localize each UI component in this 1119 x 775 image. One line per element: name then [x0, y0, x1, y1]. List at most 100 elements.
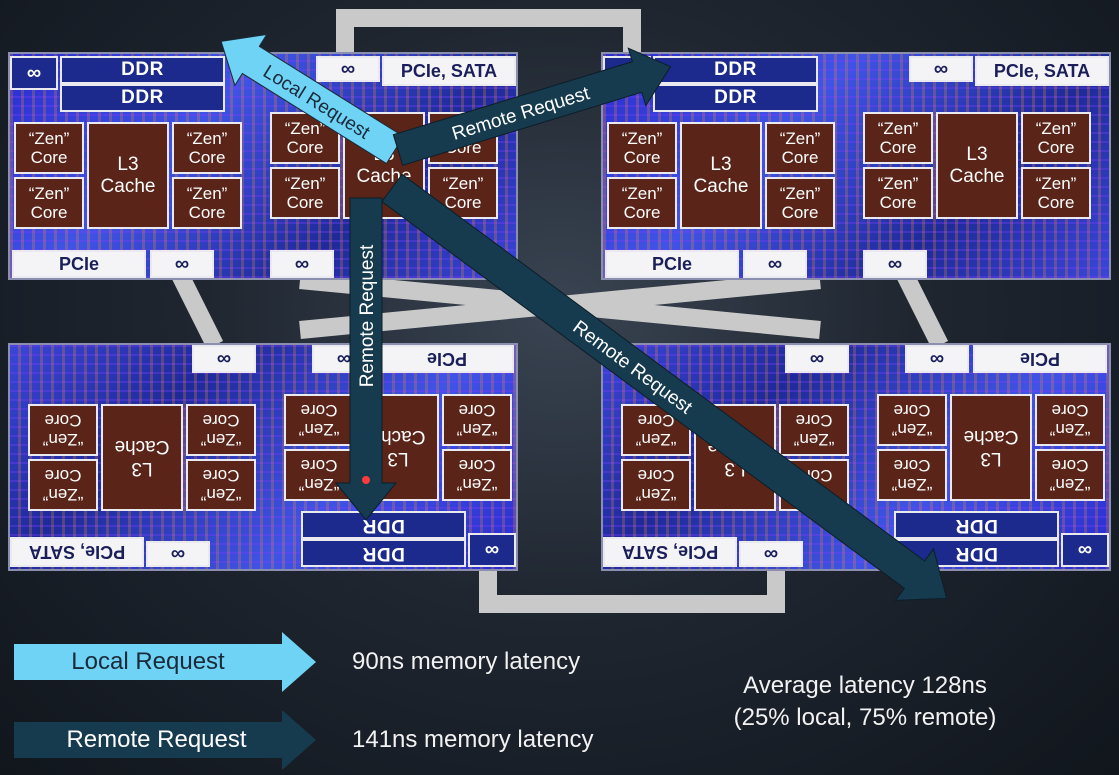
l3-label-line2: Cache [100, 175, 156, 197]
core-label-line2: Core [879, 193, 917, 212]
average-latency-line2: (25% local, 75% remote) [733, 704, 997, 731]
core-label-line1: “Zen” [1035, 119, 1077, 138]
l3-label-line1: L3 [710, 153, 732, 175]
core-label-line1: “Zen” [621, 184, 663, 203]
core-label-line1: “Zen” [284, 119, 326, 138]
infinity-fabric-icon: ∞ [887, 252, 903, 275]
core-label-line2: Core [286, 138, 324, 157]
l3-label-line1: L3 [966, 143, 988, 165]
tl-ccx-left-core-4-text: “Zen”Core [187, 184, 228, 222]
local-request-arrow-label: Local Request [259, 61, 374, 144]
remote-request-arrow-diagonal-label: Remote Request [569, 317, 697, 419]
core-label-line2: Core [623, 203, 661, 222]
left-vertical-connector [171, 270, 224, 350]
tr-ccx-right-core-4-text: “Zen”Core [1036, 174, 1077, 212]
core-label-line2: Core [1037, 193, 1075, 212]
cursor-dot [362, 476, 370, 484]
local-request-arrow: Local Request [220, 33, 405, 165]
legend-local-label: Local Request [71, 648, 225, 675]
tr-ccx-left-core-3-text: “Zen”Core [780, 129, 821, 167]
core-label-line2: Core [623, 148, 661, 167]
tr-ccx-left-core-1-text: “Zen”Core [622, 129, 663, 167]
tl-ccx-left-core-3-text: “Zen”Core [187, 129, 228, 167]
infinity-fabric-icon: ∞ [933, 57, 949, 80]
core-label-line1: “Zen” [442, 174, 484, 193]
tr-pcie: PCIe [605, 250, 739, 278]
infinity-fabric-icon: ∞ [294, 252, 310, 275]
tr-ddr-2: DDR [653, 84, 818, 112]
core-label-line2: Core [188, 148, 226, 167]
tr-ccx-right-core-2: “Zen”Core [863, 167, 933, 219]
core-label-line2: Core [30, 203, 68, 222]
tr-ccx-right-core-3-text: “Zen”Core [1036, 119, 1077, 157]
tr-ccx-left-core-3: “Zen”Core [765, 122, 835, 174]
tl-if-bottom-left: ∞ [150, 250, 214, 278]
tr-ccx-left-core-4: “Zen”Core [765, 177, 835, 229]
remote-request-arrow-vertical-label: Remote Request [357, 244, 378, 387]
tl-ddr-1-label: DDR [121, 59, 164, 80]
tr-ccx-left-core-2: “Zen”Core [607, 177, 677, 229]
l3-label-line1: L3 [117, 153, 139, 175]
tl-ccx-right-core-2: “Zen”Core [270, 167, 340, 219]
tr-if-bottom-mid: ∞ [863, 250, 927, 278]
core-label-line1: “Zen” [186, 129, 228, 148]
tl-ccx-left-core-1: “Zen”Core [14, 122, 84, 174]
core-label-line2: Core [781, 148, 819, 167]
legend-remote-latency: 141ns memory latency [352, 726, 594, 753]
core-label-line2: Core [444, 193, 482, 212]
tl-ddr-1: DDR [60, 56, 225, 84]
core-label-line2: Core [781, 203, 819, 222]
tl-pcie: PCIe [12, 250, 146, 278]
tr-ccx-right-core-1: “Zen”Core [863, 112, 933, 164]
infinity-fabric-icon: ∞ [340, 57, 356, 80]
remote-request-arrow-vertical: Remote Request [334, 197, 398, 521]
tl-ccx-left-core-1-text: “Zen”Core [29, 129, 70, 167]
core-label-line1: “Zen” [28, 184, 70, 203]
core-label-line2: Core [286, 193, 324, 212]
tr-ddr-1: DDR [653, 56, 818, 84]
tr-ddr-1-label: DDR [714, 59, 757, 80]
core-label-line1: “Zen” [779, 184, 821, 203]
infinity-fabric-icon: ∞ [26, 61, 42, 84]
average-latency: Average latency 128ns (25% local, 75% re… [700, 670, 1030, 734]
tr-ddr-2-label: DDR [714, 87, 757, 108]
l3-label-line2: Cache [693, 175, 749, 197]
core-label-line2: Core [30, 148, 68, 167]
tl-pcie-sata: PCIe, SATA [382, 56, 516, 86]
tl-ccx-left-core-3: “Zen”Core [172, 122, 242, 174]
infinity-fabric-icon: ∞ [767, 252, 783, 275]
bottom-connector [479, 565, 785, 613]
tl-if-top-left: ∞ [10, 56, 58, 90]
tl-ddr-2-label: DDR [121, 87, 164, 108]
l3-label-line2: Cache [949, 165, 1005, 187]
core-label-line1: “Zen” [877, 174, 919, 193]
tl-pcie-label: PCIe [58, 253, 100, 274]
right-vertical-connector [896, 270, 949, 350]
legend-remote-label: Remote Request [66, 726, 247, 753]
core-label-line1: “Zen” [621, 129, 663, 148]
legend-local-latency: 90ns memory latency [352, 648, 581, 675]
tl-ccx-right-core-2-text: “Zen”Core [285, 174, 326, 212]
remote-request-arrow-diagonal: Remote Request [381, 173, 948, 601]
tr-ccx-left-core-4-text: “Zen”Core [780, 184, 821, 222]
tl-ccx-left-core-2: “Zen”Core [14, 177, 84, 229]
tl-ccx-right-core-1-text: “Zen”Core [285, 119, 326, 157]
core-label-line1: “Zen” [284, 174, 326, 193]
tl-pcie-sata-label: PCIe, SATA [400, 60, 498, 81]
tl-ccx-left-core-2-text: “Zen”Core [29, 184, 70, 222]
tr-pcie-sata-label: PCIe, SATA [993, 60, 1091, 81]
tr-ccx-right-core-1-text: “Zen”Core [878, 119, 919, 157]
core-label-line1: “Zen” [28, 129, 70, 148]
core-label-line1: “Zen” [779, 129, 821, 148]
tl-ccx-right-core-4: “Zen”Core [428, 167, 498, 219]
tr-ccx-right-core-4: “Zen”Core [1021, 167, 1091, 219]
